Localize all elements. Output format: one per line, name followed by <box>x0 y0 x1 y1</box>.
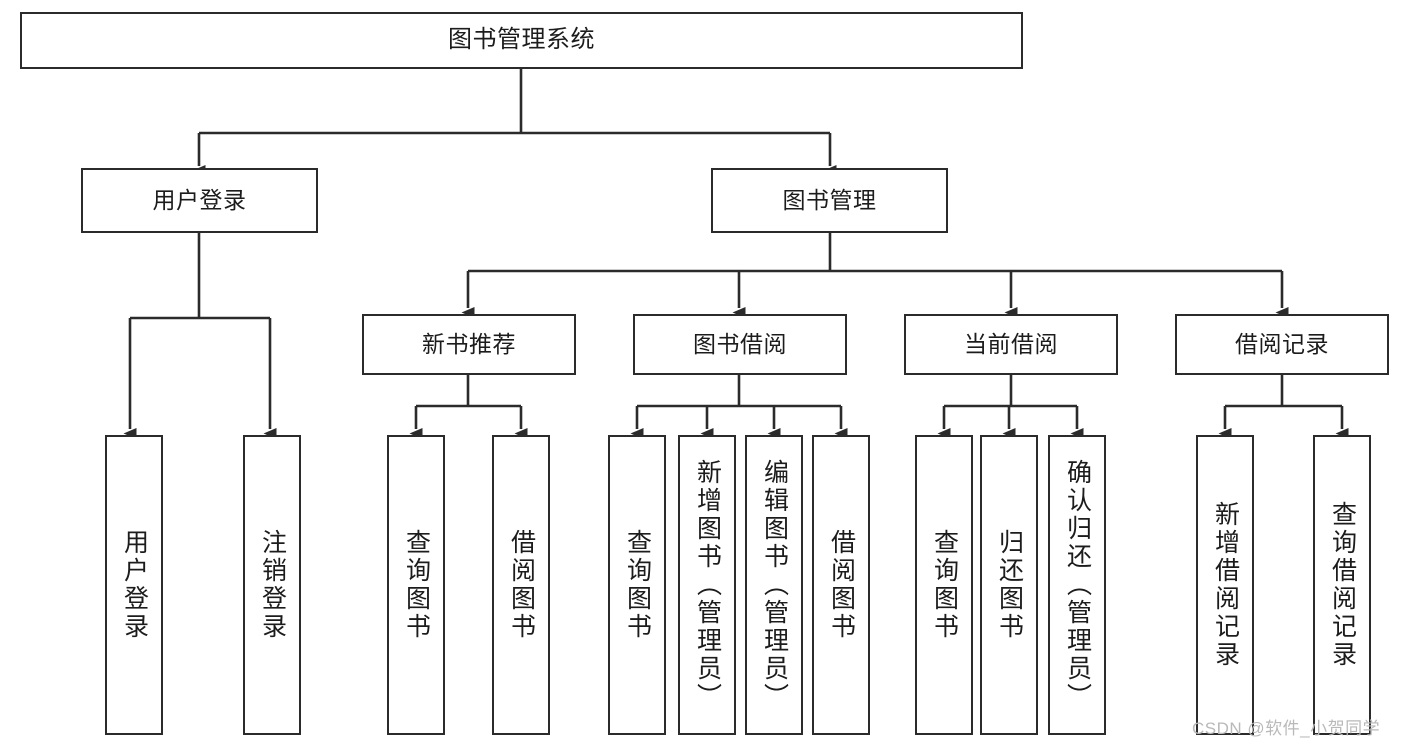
leaf-current-borrow-confirm-return[interactable]: 确认归还（管理员） <box>1048 435 1106 735</box>
leaf-current-borrow-confirm-return-label: 确认归还（管理员） <box>1063 459 1092 711</box>
node-current-borrow[interactable]: 当前借阅 <box>904 314 1118 375</box>
leaf-current-borrow-query-label: 查询图书 <box>930 529 959 641</box>
node-book-management[interactable]: 图书管理 <box>711 168 948 233</box>
leaf-book-borrow-query[interactable]: 查询图书 <box>608 435 666 735</box>
node-root-label: 图书管理系统 <box>448 26 595 54</box>
leaf-book-borrow-edit[interactable]: 编辑图书（管理员） <box>745 435 803 735</box>
csdn-watermark: CSDN @软件_小贺同学 <box>1192 719 1381 738</box>
leaf-current-borrow-return-label: 归还图书 <box>995 529 1024 641</box>
node-book-management-label: 图书管理 <box>782 186 877 213</box>
node-borrow-record[interactable]: 借阅记录 <box>1175 314 1389 375</box>
leaf-borrow-record-query-label: 查询借阅记录 <box>1328 501 1357 669</box>
node-user-login-label: 用户登录 <box>152 186 247 213</box>
leaf-book-borrow-add-label: 新增图书（管理员） <box>693 459 722 711</box>
leaf-user-login-signout-label: 注销登录 <box>258 529 287 641</box>
leaf-new-book-borrow[interactable]: 借阅图书 <box>492 435 550 735</box>
node-borrow-record-label: 借阅记录 <box>1235 330 1329 357</box>
leaf-user-login-signin-label: 用户登录 <box>120 529 149 641</box>
node-current-borrow-label: 当前借阅 <box>964 330 1058 357</box>
leaf-book-borrow-edit-label: 编辑图书（管理员） <box>760 459 789 711</box>
leaf-current-borrow-query[interactable]: 查询图书 <box>915 435 973 735</box>
leaf-book-borrow-lend[interactable]: 借阅图书 <box>812 435 870 735</box>
node-new-book-recommend[interactable]: 新书推荐 <box>362 314 576 375</box>
leaf-user-login-signin[interactable]: 用户登录 <box>105 435 163 735</box>
node-new-book-recommend-label: 新书推荐 <box>422 330 516 357</box>
leaf-borrow-record-add-label: 新增借阅记录 <box>1211 501 1240 669</box>
node-book-borrow-label: 图书借阅 <box>693 330 787 357</box>
leaf-book-borrow-lend-label: 借阅图书 <box>827 529 856 641</box>
leaf-borrow-record-add[interactable]: 新增借阅记录 <box>1196 435 1254 735</box>
leaf-book-borrow-add[interactable]: 新增图书（管理员） <box>678 435 736 735</box>
node-user-login[interactable]: 用户登录 <box>81 168 318 233</box>
leaf-user-login-signout[interactable]: 注销登录 <box>243 435 301 735</box>
node-root[interactable]: 图书管理系统 <box>20 12 1023 69</box>
node-book-borrow[interactable]: 图书借阅 <box>633 314 847 375</box>
leaf-current-borrow-return[interactable]: 归还图书 <box>980 435 1038 735</box>
leaf-book-borrow-query-label: 查询图书 <box>623 529 652 641</box>
leaf-new-book-borrow-label: 借阅图书 <box>507 529 536 641</box>
leaf-borrow-record-query[interactable]: 查询借阅记录 <box>1313 435 1371 735</box>
leaf-new-book-query[interactable]: 查询图书 <box>387 435 445 735</box>
leaf-new-book-query-label: 查询图书 <box>402 529 431 641</box>
